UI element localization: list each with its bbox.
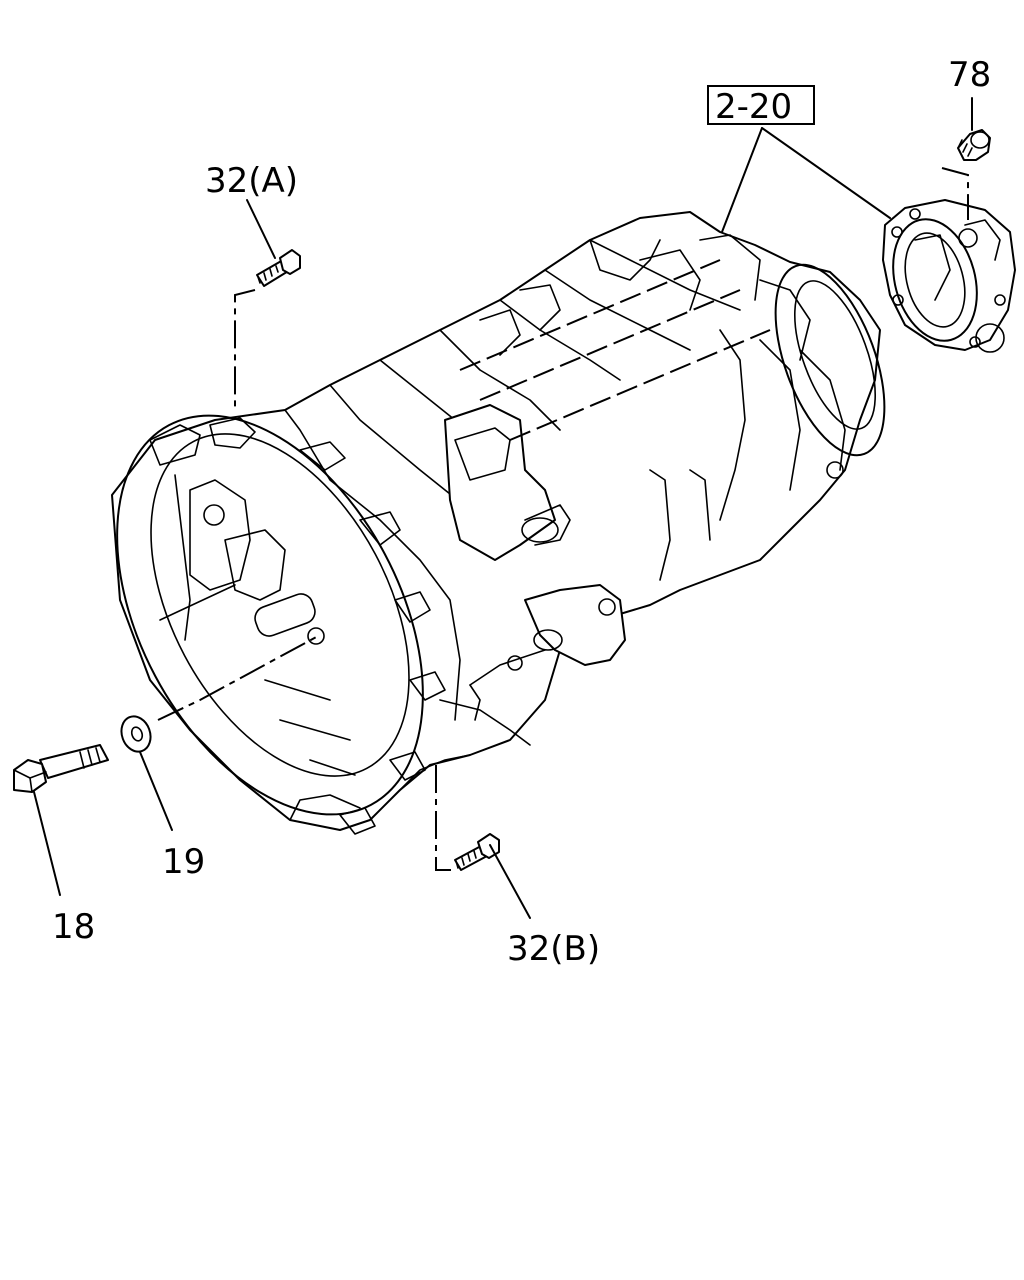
callout-labels: 78 2-20 32(A) 32(B) 19 18 [52, 55, 991, 969]
callout-19: 19 [162, 842, 205, 882]
leader-lines [33, 97, 973, 919]
callout-2-20: 2-20 [715, 87, 792, 127]
callout-32b: 32(B) [507, 929, 600, 969]
callout-2-20-box [707, 85, 815, 125]
bolt-32a [256, 249, 301, 287]
transmission-assembly [111, 211, 886, 835]
callout-32a: 32(A) [205, 161, 298, 201]
washer-19 [120, 715, 152, 753]
callout-18: 18 [52, 907, 95, 947]
assembly-centerlines [157, 167, 969, 871]
plug-78 [957, 129, 991, 161]
bolt-18 [13, 744, 109, 793]
bolt-32b [454, 833, 500, 871]
callout-78: 78 [948, 55, 991, 95]
rear-extension-housing [882, 199, 1016, 353]
